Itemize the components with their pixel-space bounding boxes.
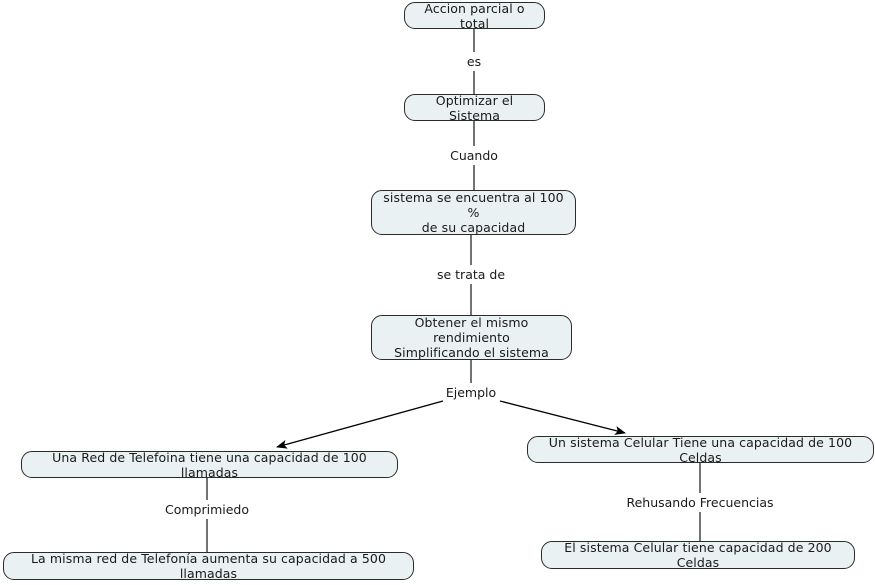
- node-obtener-mismo-rendimiento[interactable]: Obtener el mismo rendimiento Simplifican…: [371, 315, 572, 360]
- edge-ejemplo-to-sistema-celular: [499, 400, 626, 435]
- edge-label-cuando: Cuando: [447, 149, 501, 163]
- node-sistema-celular-200-celdas[interactable]: El sistema Celular tiene capacidad de 20…: [541, 540, 855, 570]
- edge-label-ejemplo: Ejemplo: [442, 386, 500, 400]
- node-sistema-celular-100-celdas[interactable]: Un sistema Celular Tiene una capacidad d…: [527, 435, 874, 465]
- edge-label-rehusando-frecuencias: Rehusando Frecuencias: [623, 496, 777, 510]
- node-optimizar-el-sistema[interactable]: Optimizar el Sistema: [404, 93, 545, 123]
- edge-label-se-trata-de: se trata de: [433, 268, 509, 282]
- node-red-telefonia-500-llamadas[interactable]: La misma red de Telefonía aumenta su cap…: [3, 551, 414, 581]
- node-sistema-100-capacidad[interactable]: sistema se encuentra al 100 % de su capa…: [371, 190, 576, 235]
- edge-ejemplo-to-red-telefonia: [276, 400, 444, 449]
- node-red-telefonia-100-llamadas[interactable]: Una Red de Telefoina tiene una capacidad…: [21, 450, 398, 480]
- edge-label-es: es: [463, 55, 485, 69]
- node-accion-parcial-o-total[interactable]: Accion parcial o total: [404, 1, 545, 31]
- edge-label-comprimiedo: Comprimiedo: [161, 503, 253, 517]
